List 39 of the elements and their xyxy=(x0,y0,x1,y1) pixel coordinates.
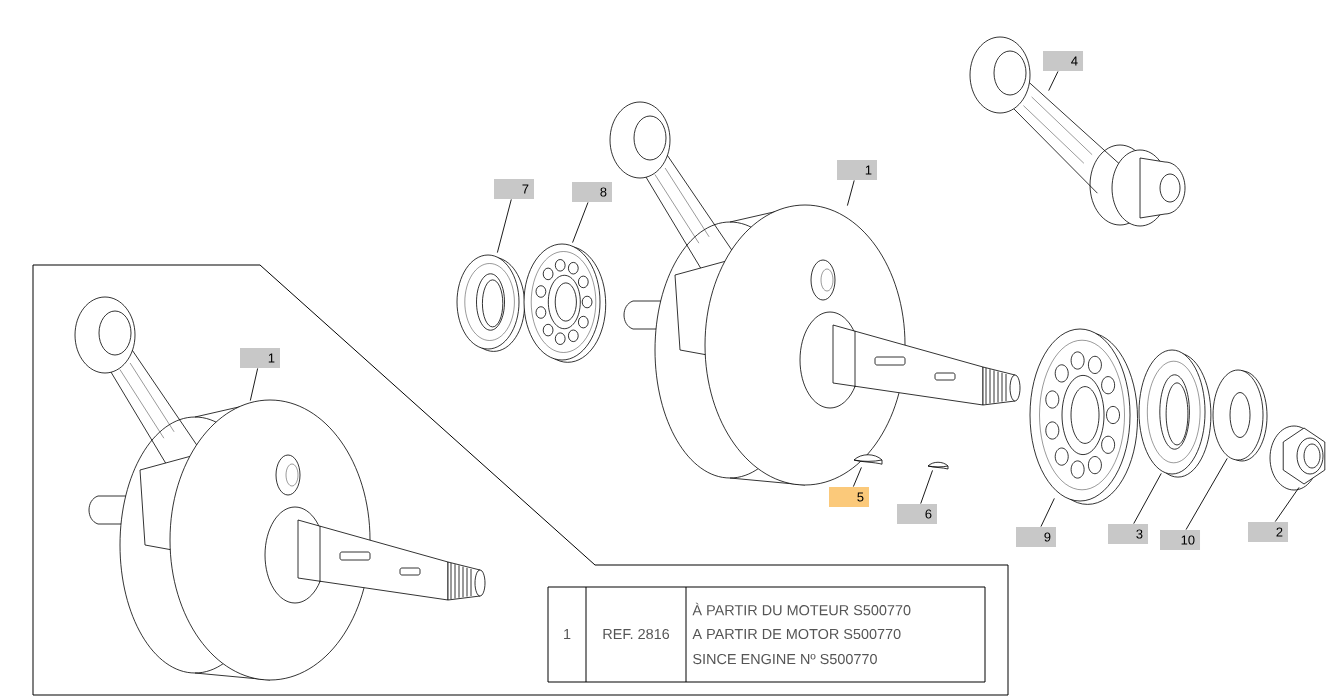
connecting-rod-drawing xyxy=(969,36,1186,227)
callout-number: 9 xyxy=(1016,527,1056,547)
leader-line xyxy=(1040,497,1055,528)
nut-drawing xyxy=(1269,425,1326,491)
callout-number: 7 xyxy=(494,179,534,199)
washer-drawing xyxy=(1212,369,1268,462)
leader-line xyxy=(1048,70,1059,92)
callout-number: 5 xyxy=(829,487,869,507)
leader-line xyxy=(920,469,933,505)
callout-number: 2 xyxy=(1248,522,1288,542)
callout-number: 4 xyxy=(1043,51,1083,71)
callout-number: 1 xyxy=(240,348,280,368)
crankshaft-drawing xyxy=(609,101,1021,486)
callout-number: 1 xyxy=(837,160,877,180)
table-entry: À PARTIR DU MOTEUR S500770 xyxy=(692,602,911,616)
callout-number: 10 xyxy=(1160,530,1200,550)
crank-key-drawing xyxy=(927,461,949,470)
leader-line xyxy=(1185,457,1228,531)
leader-line xyxy=(1133,472,1162,525)
table-entry: REF. 2816 xyxy=(603,628,670,640)
oil-seal-drawing xyxy=(456,254,525,352)
crankshaft-drawing xyxy=(74,296,486,681)
leader-line xyxy=(846,179,855,207)
ball-bearing-drawing xyxy=(523,243,607,363)
leader-line xyxy=(1274,486,1300,523)
leader-line xyxy=(496,198,512,254)
table-entry: SINCE ENGINE Nº S500770 xyxy=(693,653,877,665)
table-entry: 1 xyxy=(564,629,571,639)
callout-number: 8 xyxy=(572,182,612,202)
callout-number: 3 xyxy=(1108,524,1148,544)
callout-number: 6 xyxy=(897,504,937,524)
inset-frame xyxy=(32,264,1009,696)
oil-seal-drawing xyxy=(1138,349,1212,478)
table-entry: A PARTIR DE MOTOR S500770 xyxy=(692,628,901,640)
ball-bearing-drawing xyxy=(1029,328,1138,505)
leader-line xyxy=(249,367,259,402)
leader-line xyxy=(572,201,589,244)
leader-line xyxy=(852,466,862,488)
crank-key-drawing xyxy=(853,454,883,465)
